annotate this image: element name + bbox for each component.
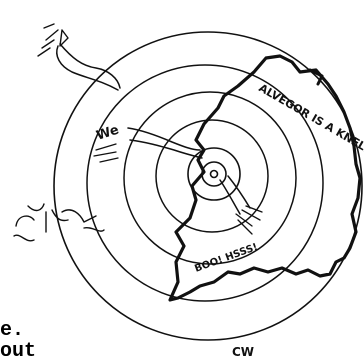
svg-text:We: We	[95, 122, 121, 143]
left-hand-figure: We	[94, 122, 202, 162]
annotation-direction: CW	[232, 345, 254, 359]
center-dot	[211, 171, 218, 178]
right-hand-figure	[220, 176, 262, 234]
concentric-rings	[54, 32, 362, 340]
top-left-figure	[38, 24, 120, 90]
svg-text:CW: CW	[232, 345, 254, 359]
outer-ring	[54, 32, 362, 340]
